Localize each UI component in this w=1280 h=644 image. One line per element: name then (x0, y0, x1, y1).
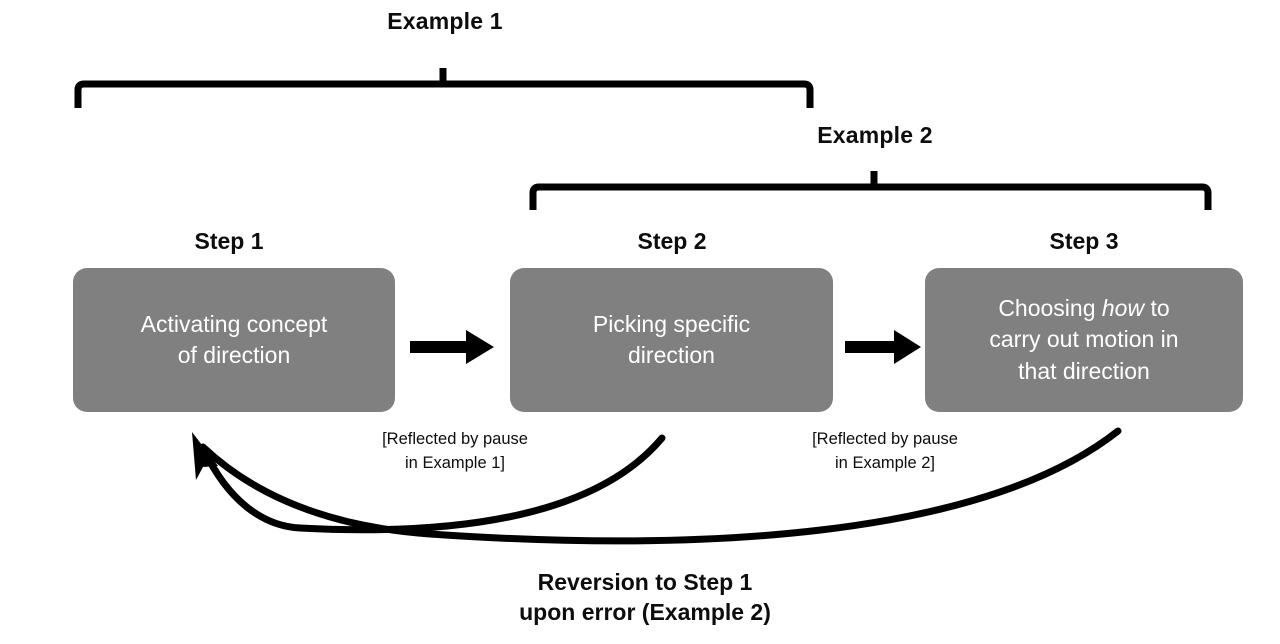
arrow-step2-to-step3 (845, 330, 921, 364)
step-label-2: Step 2 (637, 228, 707, 254)
step-box-1-text: Activating concept of direction (141, 309, 328, 372)
step-box-1-line-1: Activating concept (140, 310, 328, 337)
step-label-3: Step 3 (1049, 228, 1119, 254)
step-box-2-line-1: Picking specific (592, 310, 751, 337)
step-box-2-text: Picking specific direction (593, 309, 750, 372)
step-box-1[interactable]: Activating concept of direction (73, 268, 395, 412)
group-label-example-2: Example 2 (817, 122, 933, 148)
group-label-example-1: Example 1 (387, 8, 503, 34)
step-box-3-italic-word: how (1101, 295, 1145, 322)
step-box-3[interactable]: Choosing how to carry out motion in that… (925, 268, 1243, 412)
bracket-example-1 (74, 68, 814, 108)
step-box-3-line-3: that direction (1018, 357, 1150, 384)
step-box-2[interactable]: Picking specific direction (510, 268, 833, 412)
step-box-3-line-1-post: to (1144, 295, 1170, 322)
step-box-3-line-2: carry out motion in (989, 326, 1179, 353)
step-label-1: Step 1 (194, 228, 264, 254)
step-box-2-line-2: direction (628, 342, 715, 368)
reversion-caption: Reversion to Step 1 upon error (Example … (519, 569, 771, 626)
bracket-example-2 (529, 171, 1212, 210)
note-pause-example-2: [Reflected by pause in Example 2] (812, 430, 958, 472)
step-box-3-line-1-pre: Choosing (998, 295, 1102, 322)
note-pause-example-1: [Reflected by pause in Example 1] (382, 430, 528, 472)
arrow-step1-to-step2 (410, 330, 494, 364)
step-box-1-line-2: of direction (177, 342, 291, 368)
step-box-3-text: Choosing how to carry out motion in that… (989, 293, 1178, 387)
